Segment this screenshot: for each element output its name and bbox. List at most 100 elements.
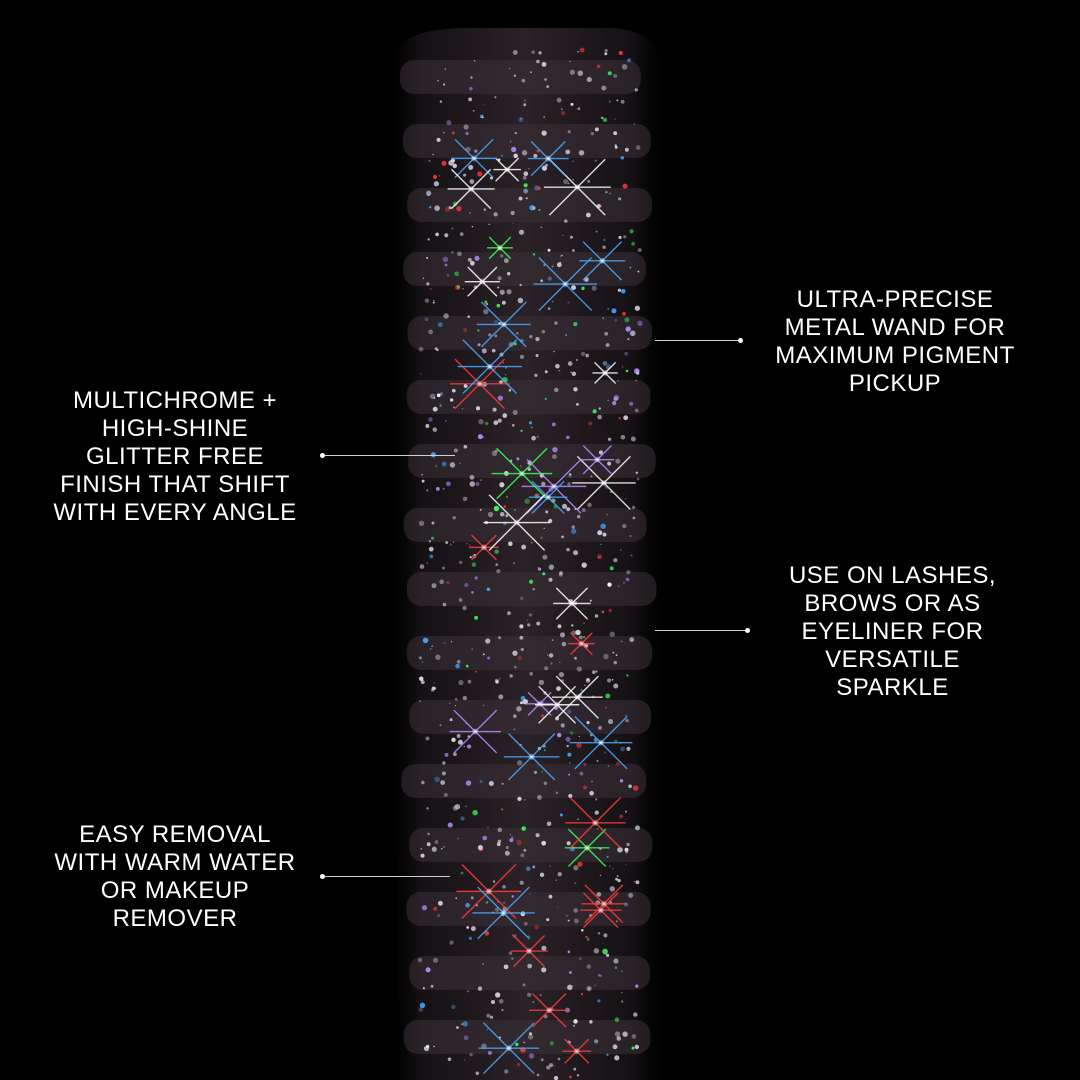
glitter-speck [514, 665, 517, 669]
glitter-speck [589, 599, 592, 602]
glitter-star-flare [493, 157, 521, 182]
glitter-speck [569, 1075, 572, 1079]
glitter-speck [614, 118, 617, 121]
glitter-speck [613, 73, 618, 78]
glitter-speck [612, 651, 615, 654]
glitter-speck [505, 846, 509, 850]
glitter-speck [496, 303, 501, 308]
glitter-speck [482, 653, 485, 656]
glitter-speck [437, 900, 443, 906]
glitter-speck [492, 407, 497, 412]
glitter-speck [633, 122, 636, 126]
glitter-speck [586, 721, 590, 725]
glitter-speck [569, 697, 571, 700]
glitter-speck [449, 543, 452, 546]
glitter-speck [524, 498, 530, 504]
glitter-speck [511, 957, 514, 960]
glitter-speck [571, 371, 577, 376]
glitter-speck [634, 305, 641, 311]
glitter-speck [484, 300, 488, 304]
glitter-speck [567, 482, 571, 486]
glitter-speck [622, 366, 624, 368]
glitter-speck [580, 688, 584, 692]
glitter-speck [543, 116, 546, 119]
glitter-speck [616, 99, 619, 102]
glitter-speck [569, 473, 572, 476]
glitter-speck [591, 670, 596, 675]
glitter-speck [616, 379, 619, 382]
glitter-speck [581, 562, 587, 568]
glitter-speck [454, 705, 457, 707]
glitter-speck [584, 684, 586, 687]
glitter-speck [437, 322, 443, 328]
glitter-speck [536, 149, 540, 153]
glitter-speck [496, 568, 501, 574]
glitter-speck [437, 914, 440, 917]
glitter-speck [540, 279, 543, 282]
glitter-speck [431, 536, 434, 540]
glitter-speck [504, 850, 510, 856]
glitter-speck [557, 1057, 561, 1061]
glitter-speck [552, 446, 558, 453]
glitter-speck [613, 394, 620, 401]
callout-leader-dot [320, 874, 325, 879]
glitter-speck [462, 1021, 468, 1027]
glitter-speck [604, 48, 608, 53]
glitter-speck [602, 317, 605, 320]
glitter-speck [624, 147, 629, 152]
glitter-star-flare [483, 494, 551, 551]
glitter-speck [567, 919, 570, 922]
glitter-speck [483, 308, 489, 315]
glitter-speck [442, 487, 445, 490]
glitter-speck [626, 842, 630, 847]
glitter-speck [466, 926, 470, 929]
glitter-speck [436, 393, 441, 398]
glitter-speck [493, 212, 498, 217]
glitter-speck [513, 74, 517, 77]
glitter-speck [514, 509, 516, 511]
glitter-speck [521, 826, 527, 831]
glitter-speck [439, 100, 443, 103]
glitter-speck [506, 289, 512, 295]
glitter-speck [491, 348, 496, 353]
glitter-speck [455, 663, 460, 669]
glitter-speck [629, 401, 634, 406]
glitter-speck [420, 847, 423, 850]
glitter-speck [541, 130, 547, 136]
glitter-speck [614, 144, 617, 147]
glitter-speck [457, 838, 459, 840]
glitter-speck [519, 624, 524, 629]
glitter-speck [432, 957, 439, 963]
glitter-speck [460, 871, 464, 875]
glitter-speck [631, 241, 635, 246]
glitter-speck [494, 319, 498, 324]
glitter-speck [539, 872, 545, 878]
glitter-speck [443, 641, 446, 645]
glitter-speck [568, 773, 571, 776]
glitter-speck [623, 415, 629, 421]
glitter-speck [503, 505, 506, 508]
glitter-speck [635, 471, 638, 474]
glitter-speck [637, 320, 643, 327]
glitter-speck [499, 678, 501, 680]
glitter-speck [456, 734, 461, 738]
glitter-speck [565, 736, 571, 742]
glitter-speck [508, 951, 513, 956]
glitter-speck [442, 761, 446, 765]
glitter-speck [523, 183, 528, 188]
glitter-speck [422, 277, 425, 280]
glitter-speck [441, 461, 447, 467]
glitter-speck [451, 388, 456, 393]
glitter-speck [418, 656, 422, 660]
glitter-speck [588, 421, 593, 426]
glitter-speck [531, 542, 533, 544]
glitter-speck [442, 566, 445, 570]
glitter-speck [560, 723, 565, 728]
glitter-speck [501, 1008, 504, 1012]
glitter-speck [573, 387, 578, 392]
glitter-speck [597, 556, 600, 559]
glitter-speck [462, 496, 468, 502]
glitter-speck [508, 541, 513, 547]
glitter-speck [463, 745, 465, 748]
glitter-speck [475, 670, 477, 673]
